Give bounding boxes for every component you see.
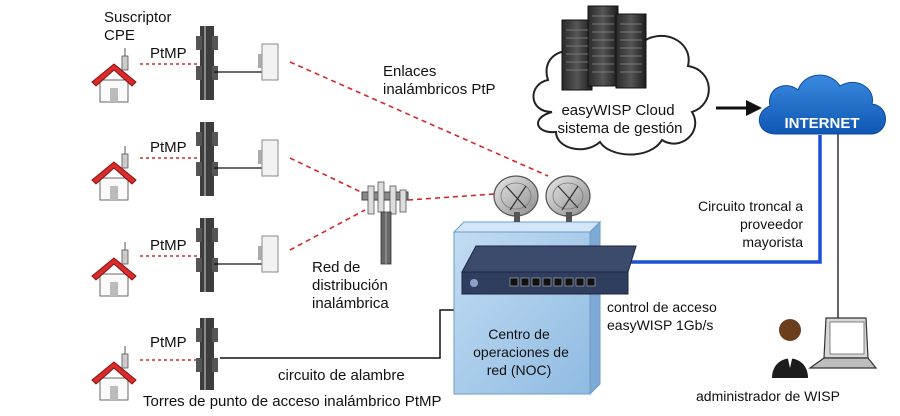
ptmp-label: PtMP [150, 45, 187, 62]
distribution-label: distribución [312, 277, 388, 294]
ptp-links-label: Enlaces [383, 63, 436, 80]
ptp-wireless-links [289, 61, 549, 251]
admin-person-icon [772, 319, 808, 378]
wire-circuit-label: circuito de alambre [278, 367, 405, 384]
distribution-label: inalámbrica [312, 295, 389, 312]
house-icon [91, 146, 137, 201]
ptmp-label: PtMP [150, 237, 187, 254]
trunk-line [630, 135, 822, 264]
ptmp-label: PtMP [150, 139, 187, 156]
laptop-icon [808, 317, 878, 369]
access-control-label: control de acceso [607, 299, 717, 315]
house-icon [91, 242, 137, 297]
cloud-label: sistema de gestión [557, 120, 682, 137]
ptp-link-dist [407, 193, 495, 201]
dish-antenna-icon [493, 175, 539, 222]
cloud-label: easyWISP Cloud [561, 102, 674, 119]
internet-cloud-icon [759, 74, 886, 135]
admin-label: administrador de WISP [696, 388, 840, 404]
distribution-tower-icon [361, 181, 409, 265]
subscriber-label: Suscriptor [104, 9, 172, 26]
access-control-label: easyWISP 1Gb/s [607, 317, 713, 333]
trunk-label: proveedor [740, 216, 803, 232]
noc-label: red (NOC) [487, 362, 552, 378]
ptmp-towers [196, 26, 279, 390]
trunk-label: mayorista [742, 234, 803, 250]
house-icon [91, 48, 137, 103]
cloud-to-internet-arrow [716, 100, 762, 116]
ptp-link-tower3 [289, 209, 366, 251]
house-icon [91, 346, 137, 401]
ptp-links-label: inalámbricos PtP [383, 81, 496, 98]
access-controller-icon [461, 245, 637, 295]
cpe-label: CPE [104, 27, 135, 44]
ptp-link-tower1 [289, 61, 549, 177]
server-rack-icon [561, 5, 647, 91]
distribution-label: Red de [312, 259, 360, 276]
dish-antenna-icon [545, 175, 591, 222]
trunk-label: Circuito troncal a [698, 198, 803, 214]
tower-icon [196, 122, 279, 196]
subscriber-houses [91, 48, 137, 401]
ptmp-label: PtMP [150, 334, 187, 351]
tower-icon [196, 318, 218, 390]
noc-label: operaciones de [473, 344, 569, 360]
internet-label: INTERNET [785, 115, 860, 132]
tower-icon [196, 218, 279, 292]
ptmp-links [140, 63, 200, 361]
tower-icon [196, 26, 279, 100]
towers-label: Torres de punto de acceso inalámbrico Pt… [143, 393, 441, 410]
ptp-link-tower2 [289, 157, 366, 195]
noc-label: Centro de [488, 326, 550, 342]
